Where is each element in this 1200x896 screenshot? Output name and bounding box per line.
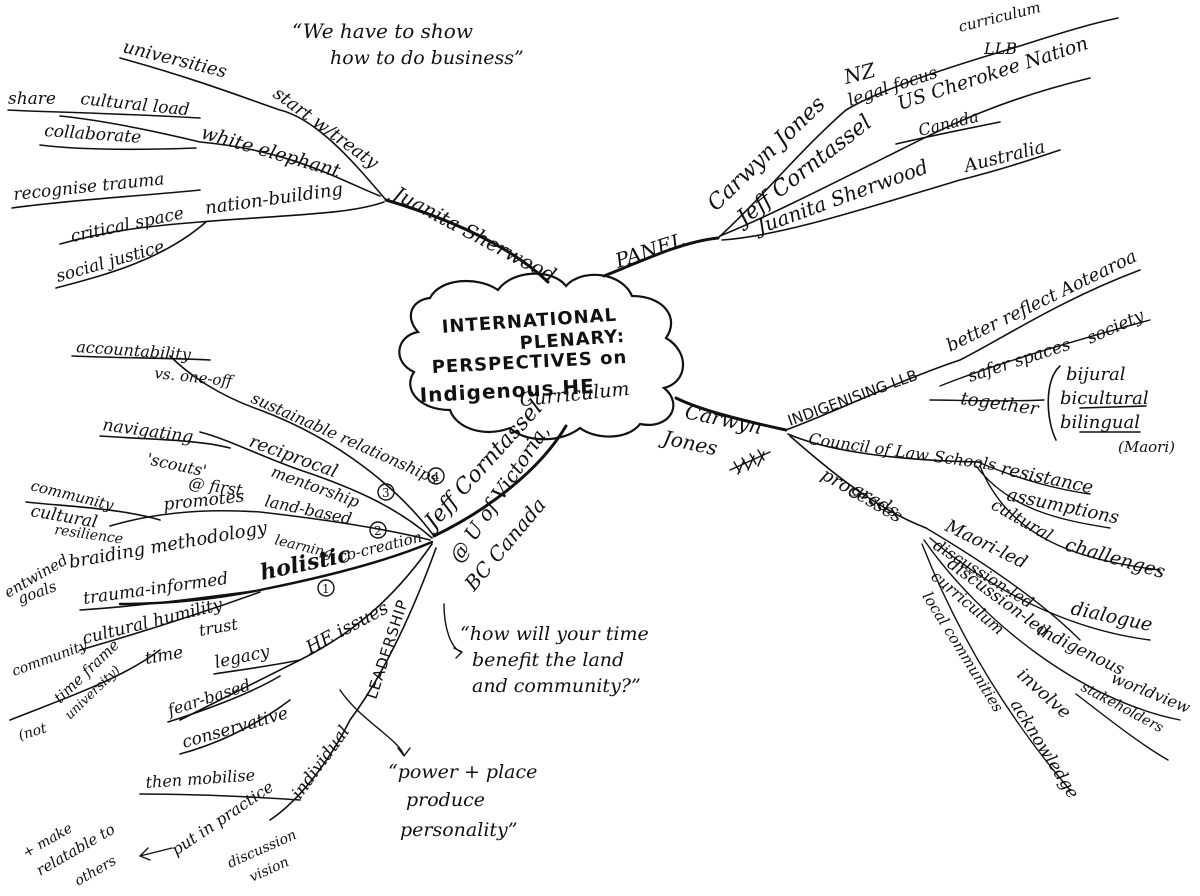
jeff-num1: 1 <box>322 582 330 596</box>
main-branches <box>384 198 788 538</box>
carwyn-scribble <box>729 449 771 475</box>
jeff-navigating: navigating <box>101 415 194 448</box>
carwyn-dialogue: dialogue <box>1069 597 1155 636</box>
jeff-not-univ: (not <box>17 720 49 743</box>
carwyn-safer-spaces: safer spaces <box>965 335 1073 387</box>
jeff-power3: personality” <box>400 819 517 841</box>
carwyn-bilingual: bilingual <box>1060 412 1140 433</box>
jeff-time: time <box>143 643 184 669</box>
jeff-vs-one-off: vs. one-off <box>154 364 236 390</box>
carwyn-branch: Carwyn Jones INDIGENISING LLB better ref… <box>657 246 1193 803</box>
juanita-share: share <box>8 89 56 109</box>
branch-panel <box>602 236 720 278</box>
jeff-arrow-power <box>339 689 411 757</box>
branch-juanita <box>384 198 550 284</box>
juanita-social-justice: social justice <box>54 237 167 287</box>
panel-curriculum: curriculum <box>957 0 1043 36</box>
carwyn-label-line2: Jones <box>657 425 720 461</box>
carwyn-society: society <box>1084 306 1148 349</box>
carwyn-council: Council of Law Schools <box>807 429 997 474</box>
juanita-label: Juanita Sherwood <box>386 179 560 287</box>
jeff-quote-time2: benefit the land <box>472 649 624 671</box>
jeff-make-relatable3: others <box>72 853 119 889</box>
jeff-accountability: accountability <box>76 337 193 364</box>
jeff-arrow-left <box>139 847 173 861</box>
jeff-num2: 2 <box>374 524 382 538</box>
juanita-cultural-load: cultural load <box>79 89 190 120</box>
carwyn-bijural: bijural <box>1066 364 1126 385</box>
juanita-critical-space: critical space <box>69 203 186 247</box>
jeff-arrow-quote-time <box>443 603 463 659</box>
carwyn-bicultural: bicultural <box>1060 388 1149 409</box>
jeff-num3: 3 <box>382 486 390 500</box>
jeff-quote-time1: “how will your time <box>460 623 649 645</box>
branch-jeff <box>432 424 568 538</box>
carwyn-indigenising-llb: INDIGENISING LLB <box>785 366 920 430</box>
juanita-quote-line2: how to do business” <box>330 47 524 69</box>
panel-llb: LLB <box>983 39 1017 58</box>
jeff-legacy: legacy <box>213 642 272 673</box>
carwyn-maori-note: (Maori) <box>1118 438 1175 456</box>
panel-canada: Canada <box>916 107 980 140</box>
jeff-power1: “power + place <box>388 761 537 783</box>
carwyn-challenges: challenges <box>1063 534 1168 584</box>
central-cloud <box>398 272 685 441</box>
carwyn-together: together <box>959 388 1041 420</box>
carwyn-acknowledge: acknowledge <box>1006 696 1083 802</box>
jeff-power2: produce <box>406 789 485 811</box>
juanita-universities: universities <box>121 36 229 82</box>
panel-australia: Australia <box>960 136 1047 177</box>
juanita-quote-line1: “We have to show <box>292 19 473 43</box>
jeff-then-mobilise: then mobilise <box>145 765 256 792</box>
juanita-collaborate: collaborate <box>44 121 142 148</box>
juanita-branch: Juanita Sherwood “We have to show how to… <box>7 19 560 289</box>
branch-carwyn <box>674 396 788 432</box>
panel-label: PANEL <box>611 228 687 273</box>
panel-branch: PANEL Carwyn Jones NZ legal focus curric… <box>611 0 1119 273</box>
jeff-individual: individual <box>288 722 354 803</box>
jeff-num4: 4 <box>432 470 440 484</box>
jeff-fear-based: fear-based <box>164 675 252 720</box>
jeff-quote-time3: and community?” <box>472 675 641 697</box>
jeff-braiding: braiding methodology <box>67 517 269 573</box>
